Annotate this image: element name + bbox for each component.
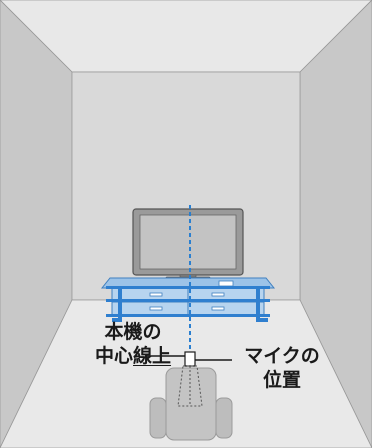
listening-chair-icon	[149, 367, 233, 441]
tv-rack-icon	[100, 277, 276, 322]
center-line-label-prefix: 中心	[94, 345, 133, 367]
mic-position-label-top: マイクの	[244, 345, 320, 367]
microphone-icon	[177, 351, 203, 407]
television-icon	[132, 208, 244, 282]
center-line-label-top: 本機の	[104, 321, 162, 343]
center-line-label-bottom: 中心線上	[78, 344, 188, 368]
mic-position-label-bottom: 位置	[262, 369, 301, 391]
mic-position-label: マイクの 位置	[222, 344, 342, 392]
center-line-label-underlined: 線上	[133, 345, 172, 367]
center-line-label: 本機の 中心線上	[78, 320, 188, 368]
